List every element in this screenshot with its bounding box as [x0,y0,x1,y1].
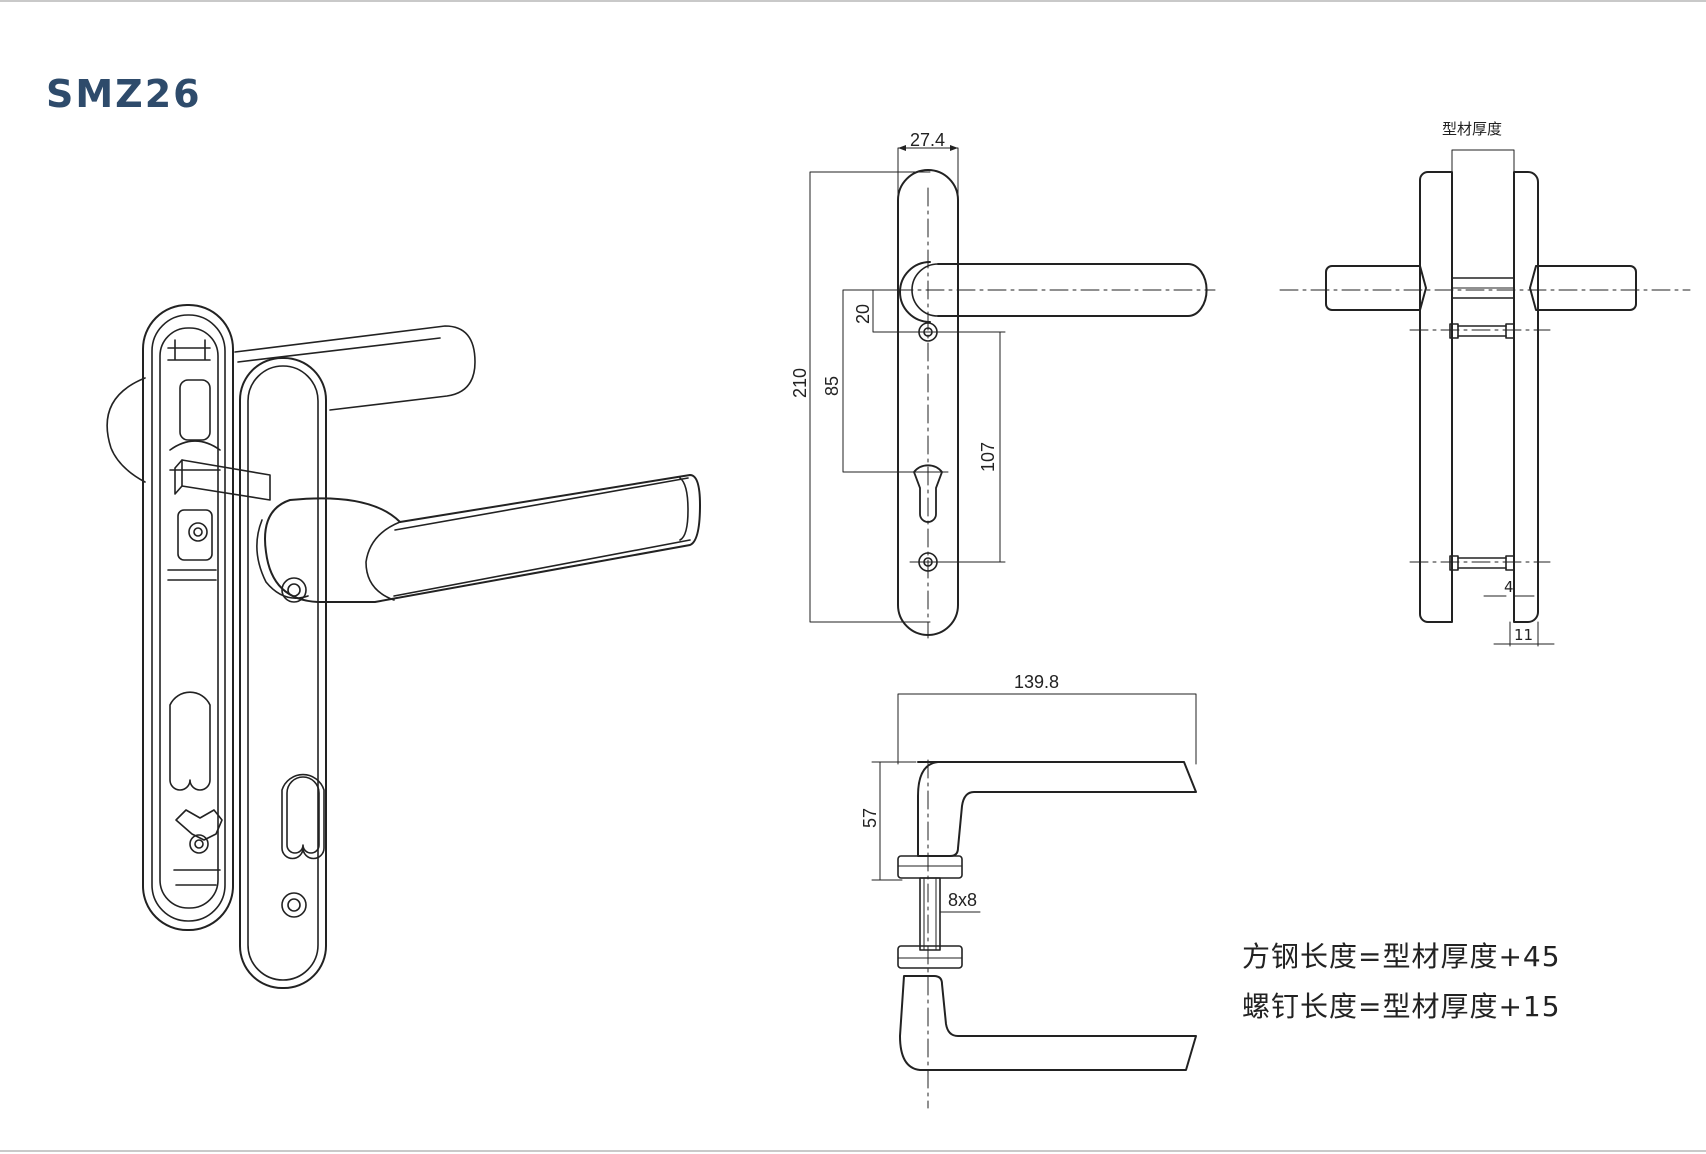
front-view [809,145,1216,639]
profile-thickness-label: 型材厚度 [1442,120,1502,138]
perspective-view [106,304,701,989]
dim-20: 20 [853,304,873,324]
lever-length-dimension: 139.8 [1014,672,1059,692]
product-model-title: SMZ26 [46,72,202,116]
front-width-dimension: 27.4 [910,130,945,150]
screw-length-note: 螺钉长度=型材厚度+15 [1242,990,1561,1023]
top-view [871,693,1197,1109]
spindle-length-note: 方钢长度=型材厚度+45 [1242,940,1561,973]
dim-11: 11 [1514,626,1533,644]
side-view [1279,149,1691,647]
top-rule [0,0,1706,2]
front-height-dimension: 210 [790,368,810,398]
bottom-rule [0,1150,1706,1152]
spindle-size-dimension: 8x8 [948,890,977,910]
lever-height-dimension: 57 [860,808,880,828]
dim-107: 107 [978,442,998,472]
dim-4: 4 [1504,578,1514,596]
dim-85: 85 [822,376,842,396]
